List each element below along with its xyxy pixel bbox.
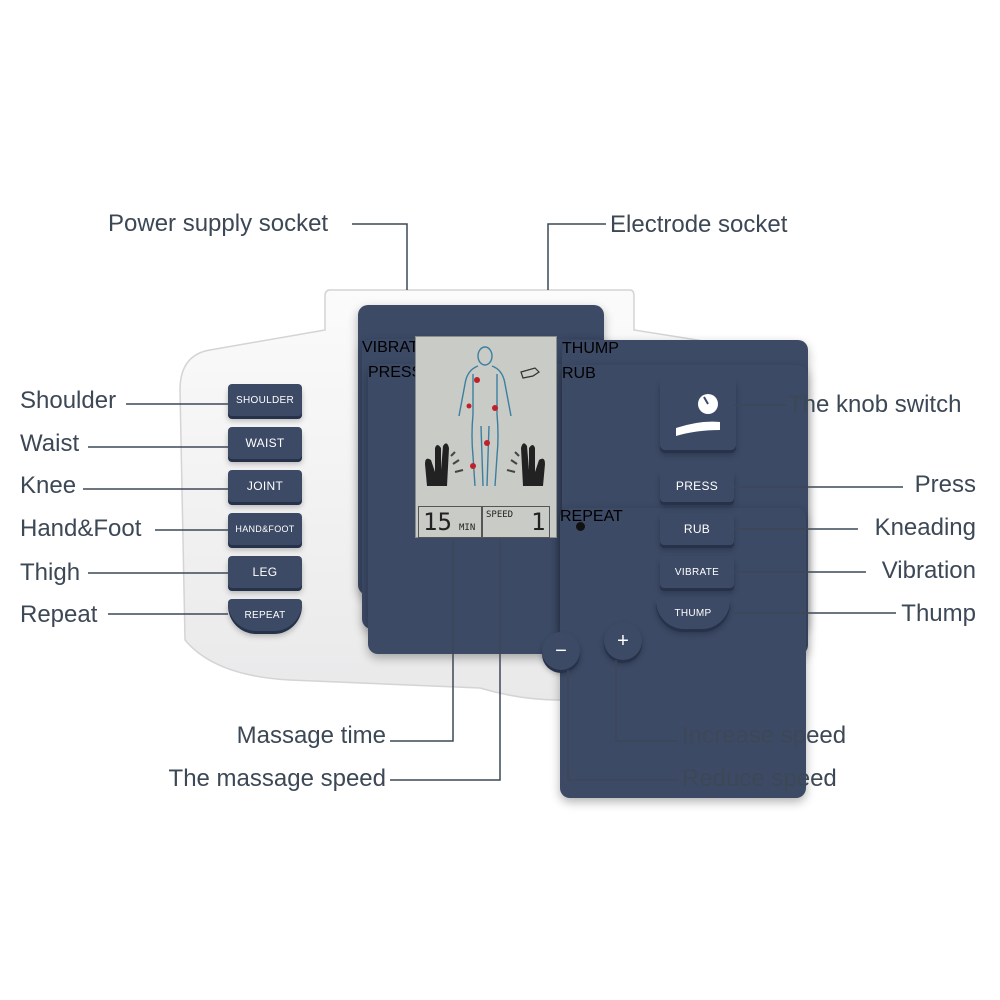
label-power-supply-socket: Power supply socket — [108, 210, 329, 237]
body-figure-icon — [458, 346, 512, 487]
label-electrode-socket: Electrode socket — [610, 211, 788, 238]
leader-reduce-speed — [567, 670, 678, 781]
label-thump: Thump — [901, 600, 976, 627]
leg-button[interactable]: LEG — [228, 556, 302, 588]
leader-increase-speed — [615, 660, 678, 742]
joint-button[interactable]: JOINT — [228, 470, 302, 502]
time-unit: MIN — [459, 523, 476, 533]
rub-button[interactable]: RUB — [660, 513, 734, 545]
leader-massage-time — [390, 540, 454, 742]
hand-right-icon — [521, 443, 545, 486]
thump-button[interactable]: THUMP — [656, 597, 730, 629]
speed-label: SPEED — [486, 510, 514, 520]
label-thigh: Thigh — [20, 559, 81, 586]
reduce-speed-button[interactable]: − — [542, 632, 580, 670]
speed-value: 1 — [531, 508, 546, 536]
waist-button[interactable]: WAIST — [228, 427, 302, 459]
label-hand-foot: Hand&Foot — [20, 515, 142, 542]
leader-electrode — [547, 223, 606, 290]
increase-speed-button[interactable]: + — [604, 622, 642, 660]
repeat-indicator — [576, 522, 585, 531]
leader-massage-speed — [390, 540, 501, 781]
hand-foot-button[interactable]: HAND&FOOT — [228, 513, 302, 545]
label-increase-speed: Increase speed — [682, 722, 847, 749]
knob-icon — [676, 394, 720, 436]
vibrate-button[interactable]: VIBRATE — [660, 556, 734, 588]
repeat-button[interactable]: REPEAT — [228, 599, 302, 631]
knob-switch[interactable] — [660, 378, 736, 450]
label-reduce-speed: Reduce speed — [682, 765, 837, 792]
lcd-graphics — [425, 346, 545, 487]
label-knee: Knee — [20, 472, 77, 499]
label-kneading: Kneading — [874, 514, 976, 541]
label-massage-time: Massage time — [236, 722, 386, 749]
label-shoulder: Shoulder — [20, 387, 117, 414]
label-waist: Waist — [20, 430, 80, 457]
label-knob-switch: The knob switch — [788, 391, 962, 418]
leader-power — [352, 223, 408, 290]
time-value: 15 — [423, 508, 452, 536]
intensity-bars — [450, 451, 520, 473]
time-readout: 15 MIN — [418, 506, 482, 538]
press-button[interactable]: PRESS — [660, 470, 734, 502]
hand-pointer-icon — [520, 367, 540, 379]
label-vibration: Vibration — [881, 557, 976, 584]
acupoint-markers — [466, 377, 498, 469]
label-repeat: Repeat — [20, 601, 98, 628]
speed-readout: SPEED 1 — [482, 506, 550, 538]
label-press: Press — [914, 471, 976, 498]
shoulder-button[interactable]: SHOULDER — [228, 384, 302, 416]
hand-left-icon — [425, 443, 449, 486]
label-massage-speed: The massage speed — [168, 765, 386, 792]
lcd-display — [415, 336, 557, 538]
